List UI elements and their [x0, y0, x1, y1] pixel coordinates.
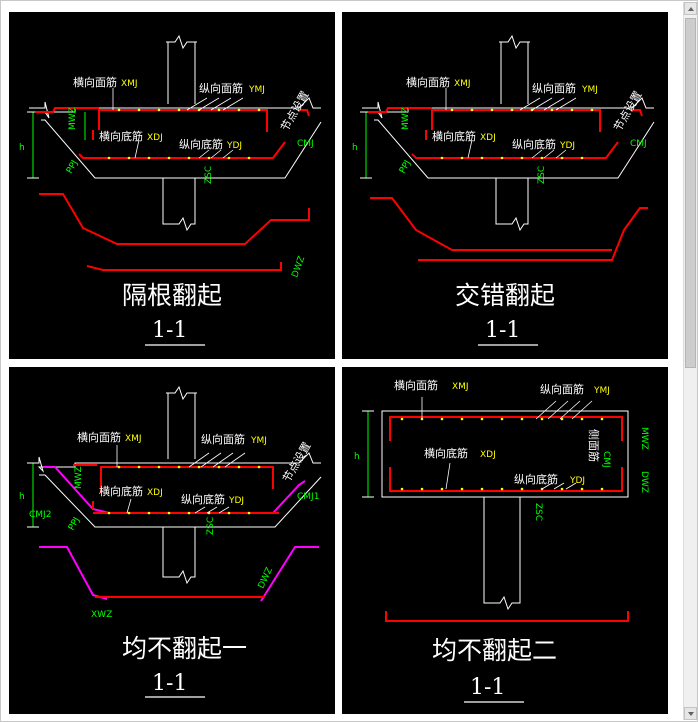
label-side: 侧面筋 [587, 429, 601, 462]
label-transverse-top: 横向面筋 [394, 378, 438, 392]
scroll-up-arrow-icon[interactable] [684, 2, 697, 15]
code-dwz: DWZ [639, 471, 649, 493]
section-label: 1-1 [470, 675, 505, 700]
diagram-bufan1: 横向面筋 XMJ 纵向面筋 YMJ 横向底筋 XDJ 纵向底筋 YDJ 节点设置… [19, 385, 322, 698]
label-transverse-top: 横向面筋 [73, 75, 117, 89]
panel-title: 均不翻起二 [432, 636, 557, 665]
label-h: h [352, 143, 358, 153]
section-label: 1-1 [152, 318, 187, 343]
code-ydj: YDJ [559, 141, 575, 151]
option-panel-bufan1[interactable]: 横向面筋 XMJ 纵向面筋 YMJ 横向底筋 XDJ 纵向底筋 YDJ 节点设置… [9, 367, 335, 714]
scroll-thumb[interactable] [685, 18, 696, 368]
panel-title: 均不翻起一 [122, 634, 247, 663]
section-label: 1-1 [485, 318, 520, 343]
option-panel-jiaocuo[interactable]: 横向面筋 XMJ 纵向面筋 YMJ 横向底筋 XDJ 纵向底筋 YDJ 节点设置… [342, 12, 668, 359]
diagram-bufan2: 横向面筋 XMJ 纵向面筋 YMJ 横向底筋 XDJ 纵向底筋 YDJ 侧面筋 … [354, 378, 649, 703]
code-xdj: XDJ [480, 133, 496, 143]
code-zsc: ZSC [537, 166, 547, 184]
code-zsc: ZSC [204, 166, 214, 184]
code-ppj: PPJ [65, 159, 80, 176]
code-ydj: YDJ [226, 141, 242, 151]
label-transverse-bottom: 横向底筋 [99, 129, 143, 143]
diagram-jiaocuo: 横向面筋 XMJ 纵向面筋 YMJ 横向底筋 XDJ 纵向底筋 YDJ 节点设置… [352, 34, 655, 346]
code-mwz: MWZ [639, 427, 649, 450]
code-dwz: DWZ [257, 566, 275, 590]
label-h: h [354, 452, 360, 462]
code-ymj: YMJ [250, 436, 267, 446]
panel-title: 隔根翻起 [122, 281, 222, 310]
code-ydj: YDJ [569, 476, 585, 486]
label-longitudinal-bottom: 纵向底筋 [181, 492, 225, 506]
label-longitudinal-top: 纵向面筋 [540, 382, 584, 396]
label-longitudinal-bottom: 纵向底筋 [179, 137, 223, 151]
label-longitudinal-top: 纵向面筋 [199, 81, 243, 95]
section-label: 1-1 [152, 671, 187, 696]
code-cmj: CMJ [297, 139, 314, 149]
code-ppj: PPJ [67, 516, 82, 533]
code-xmj: XMJ [125, 434, 142, 444]
code-ymj: YMJ [581, 85, 598, 95]
code-cmj1: CMJ1 [297, 492, 319, 502]
diagram-gegen: 横向面筋 XMJ 纵向面筋 YMJ 横向底筋 XDJ 纵向底筋 YDJ 节点设置… [19, 34, 322, 346]
code-ppj: PPJ [398, 159, 413, 176]
code-xmj: XMJ [452, 382, 469, 392]
code-mwz: MWZ [401, 107, 411, 130]
scroll-down-arrow-icon[interactable] [684, 707, 697, 720]
code-ymj: YMJ [248, 85, 265, 95]
option-panel-gegen[interactable]: 横向面筋 XMJ 纵向面筋 YMJ 横向底筋 XDJ 纵向底筋 YDJ 节点设置… [9, 12, 335, 359]
label-transverse-top: 横向面筋 [77, 430, 121, 444]
label-longitudinal-bottom: 纵向底筋 [512, 137, 556, 151]
code-ydj: YDJ [228, 496, 244, 506]
code-xdj: XDJ [147, 488, 163, 498]
code-cmj: CMJ [630, 139, 647, 149]
label-transverse-bottom: 横向底筋 [99, 484, 143, 498]
label-transverse-bottom: 横向底筋 [432, 129, 476, 143]
label-longitudinal-bottom: 纵向底筋 [514, 472, 558, 486]
label-node: 节点设置 [280, 440, 313, 485]
code-xwz: XWZ [91, 610, 112, 620]
code-xmj: XMJ [121, 79, 138, 89]
code-mwz: MWZ [68, 107, 78, 130]
code-dwz: DWZ [290, 255, 307, 279]
code-cmj2: CMJ2 [29, 510, 51, 520]
panel-title: 交错翻起 [455, 281, 555, 310]
label-longitudinal-top: 纵向面筋 [532, 81, 576, 95]
label-h: h [19, 492, 25, 502]
code-xmj: XMJ [454, 79, 471, 89]
label-transverse-bottom: 横向底筋 [424, 446, 468, 460]
vertical-scrollbar[interactable] [683, 2, 697, 720]
code-cmj: CMJ [601, 451, 611, 468]
label-h: h [19, 143, 25, 153]
code-xdj: XDJ [147, 133, 163, 143]
code-mwz: MWZ [74, 466, 84, 489]
code-zsc: ZSC [206, 517, 216, 535]
code-ymj: YMJ [593, 386, 610, 396]
code-xdj: XDJ [480, 450, 496, 460]
code-zsc: ZSC [533, 503, 543, 521]
option-panel-bufan2[interactable]: 横向面筋 XMJ 纵向面筋 YMJ 横向底筋 XDJ 纵向底筋 YDJ 侧面筋 … [342, 367, 668, 714]
label-longitudinal-top: 纵向面筋 [201, 432, 245, 446]
label-transverse-top: 横向面筋 [406, 75, 450, 89]
